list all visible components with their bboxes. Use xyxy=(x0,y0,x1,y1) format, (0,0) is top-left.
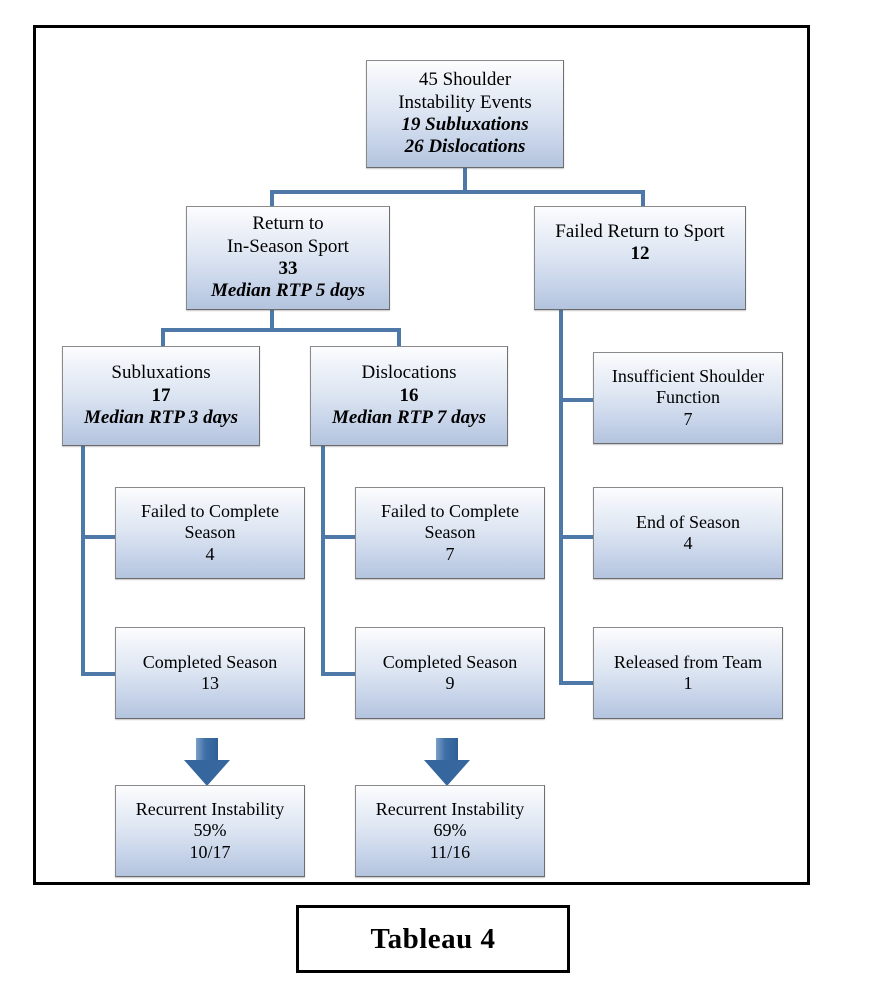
connector-dislocations-to-failed-season xyxy=(321,535,357,539)
node-return-line4: Median RTP 5 days xyxy=(211,280,365,302)
node-insufficient-shoulder-function[interactable]: Insufficient Shoulder Function 7 xyxy=(593,352,783,444)
node-disloc-failed-line1: Failed to Complete xyxy=(381,501,519,522)
node-released-line1: Released from Team xyxy=(613,651,763,672)
connector-failed-to-insufficient xyxy=(559,398,595,402)
node-subluxations-recurrent-instability[interactable]: Recurrent Instability 59% 10/17 xyxy=(115,785,305,877)
connector-return-to-dislocations xyxy=(397,328,401,346)
node-released-line2: 1 xyxy=(683,673,693,693)
connector-return-to-subluxations xyxy=(161,328,165,346)
connector-failed-return-spine xyxy=(559,310,563,685)
node-root-line3: 19 Subluxations xyxy=(401,114,529,135)
node-failed-return-line1: Failed Return to Sport xyxy=(555,221,725,242)
connector-subluxations-to-completed-season xyxy=(81,672,117,676)
connector-root-bar xyxy=(270,190,645,194)
node-sublux-recurrent-line3: 10/17 xyxy=(189,841,231,862)
node-insufficient-line3: 7 xyxy=(683,408,693,429)
connector-root-to-return xyxy=(270,190,274,206)
node-disloc-completed-line2: 9 xyxy=(445,673,455,693)
node-dislocations-line1: Dislocations xyxy=(361,362,457,384)
node-root-instability-events[interactable]: 45 Shoulder Instability Events 19 Sublux… xyxy=(366,60,564,168)
node-disloc-failed-line2: Season xyxy=(424,522,476,543)
down-arrow-icon-dislocations xyxy=(424,738,470,786)
node-subluxations-line2: 17 xyxy=(151,384,171,406)
connector-return-stem xyxy=(270,310,274,332)
caption-label: Tableau 4 xyxy=(370,922,496,955)
node-subluxations-completed-season[interactable]: Completed Season 13 xyxy=(115,627,305,719)
down-arrow-icon-subluxations xyxy=(184,738,230,786)
node-subluxations-line3: Median RTP 3 days xyxy=(84,407,238,429)
node-dislocations-failed-to-complete-season[interactable]: Failed to Complete Season 7 xyxy=(355,487,545,579)
connector-dislocations-to-completed-season xyxy=(321,672,357,676)
node-disloc-completed-line1: Completed Season xyxy=(382,651,518,672)
node-sublux-failed-line3: 4 xyxy=(205,543,215,564)
node-sublux-failed-line1: Failed to Complete xyxy=(141,501,279,522)
node-dislocations-line3: Median RTP 7 days xyxy=(332,407,486,429)
node-insufficient-line2: Function xyxy=(655,387,720,408)
node-dislocations[interactable]: Dislocations 16 Median RTP 7 days xyxy=(310,346,508,446)
node-sublux-completed-line2: 13 xyxy=(201,673,219,693)
node-dislocations-line2: 16 xyxy=(399,384,419,406)
node-disloc-recurrent-line2: 69% xyxy=(433,820,467,841)
caption-box: Tableau 4 xyxy=(296,905,570,973)
node-return-line1: Return to xyxy=(252,213,324,235)
node-end-of-season[interactable]: End of Season 4 xyxy=(593,487,783,579)
node-subluxations[interactable]: Subluxations 17 Median RTP 3 days xyxy=(62,346,260,446)
connector-failed-to-end-of-season xyxy=(559,535,595,539)
node-sublux-recurrent-line2: 59% xyxy=(193,820,227,841)
node-root-line1: 45 Shoulder xyxy=(418,69,512,91)
node-sublux-completed-line1: Completed Season xyxy=(142,651,278,672)
node-failed-return-to-sport[interactable]: Failed Return to Sport 12 xyxy=(534,206,746,310)
node-return-to-in-season-sport[interactable]: Return to In-Season Sport 33 Median RTP … xyxy=(186,206,390,310)
node-failed-return-line2: 12 xyxy=(630,243,650,265)
node-end-of-season-line2: 4 xyxy=(683,533,693,553)
connector-failed-to-released xyxy=(559,681,595,685)
node-released-from-team[interactable]: Released from Team 1 xyxy=(593,627,783,719)
connector-root-to-failed xyxy=(641,190,645,206)
diagram-frame xyxy=(33,25,810,885)
node-disloc-recurrent-line3: 11/16 xyxy=(429,841,471,862)
node-subluxations-line1: Subluxations xyxy=(111,362,211,384)
node-disloc-recurrent-line1: Recurrent Instability xyxy=(375,799,525,820)
node-subluxations-failed-to-complete-season[interactable]: Failed to Complete Season 4 xyxy=(115,487,305,579)
node-dislocations-recurrent-instability[interactable]: Recurrent Instability 69% 11/16 xyxy=(355,785,545,877)
connector-return-bar xyxy=(161,328,401,332)
node-dislocations-completed-season[interactable]: Completed Season 9 xyxy=(355,627,545,719)
node-return-line3: 33 xyxy=(278,258,298,279)
connector-dislocations-spine xyxy=(321,446,325,676)
connector-subluxations-to-failed-season xyxy=(81,535,117,539)
node-end-of-season-line1: End of Season xyxy=(636,511,740,532)
node-root-line2: Instability Events xyxy=(398,91,532,113)
node-return-line2: In-Season Sport xyxy=(227,235,349,257)
node-sublux-failed-line2: Season xyxy=(184,522,236,543)
node-insufficient-line1: Insufficient Shoulder xyxy=(611,366,765,387)
node-disloc-failed-line3: 7 xyxy=(445,543,455,564)
node-sublux-recurrent-line1: Recurrent Instability xyxy=(135,799,285,820)
connector-root-stem xyxy=(463,168,467,194)
connector-subluxations-spine xyxy=(81,446,85,676)
node-root-line4: 26 Dislocations xyxy=(404,136,526,158)
